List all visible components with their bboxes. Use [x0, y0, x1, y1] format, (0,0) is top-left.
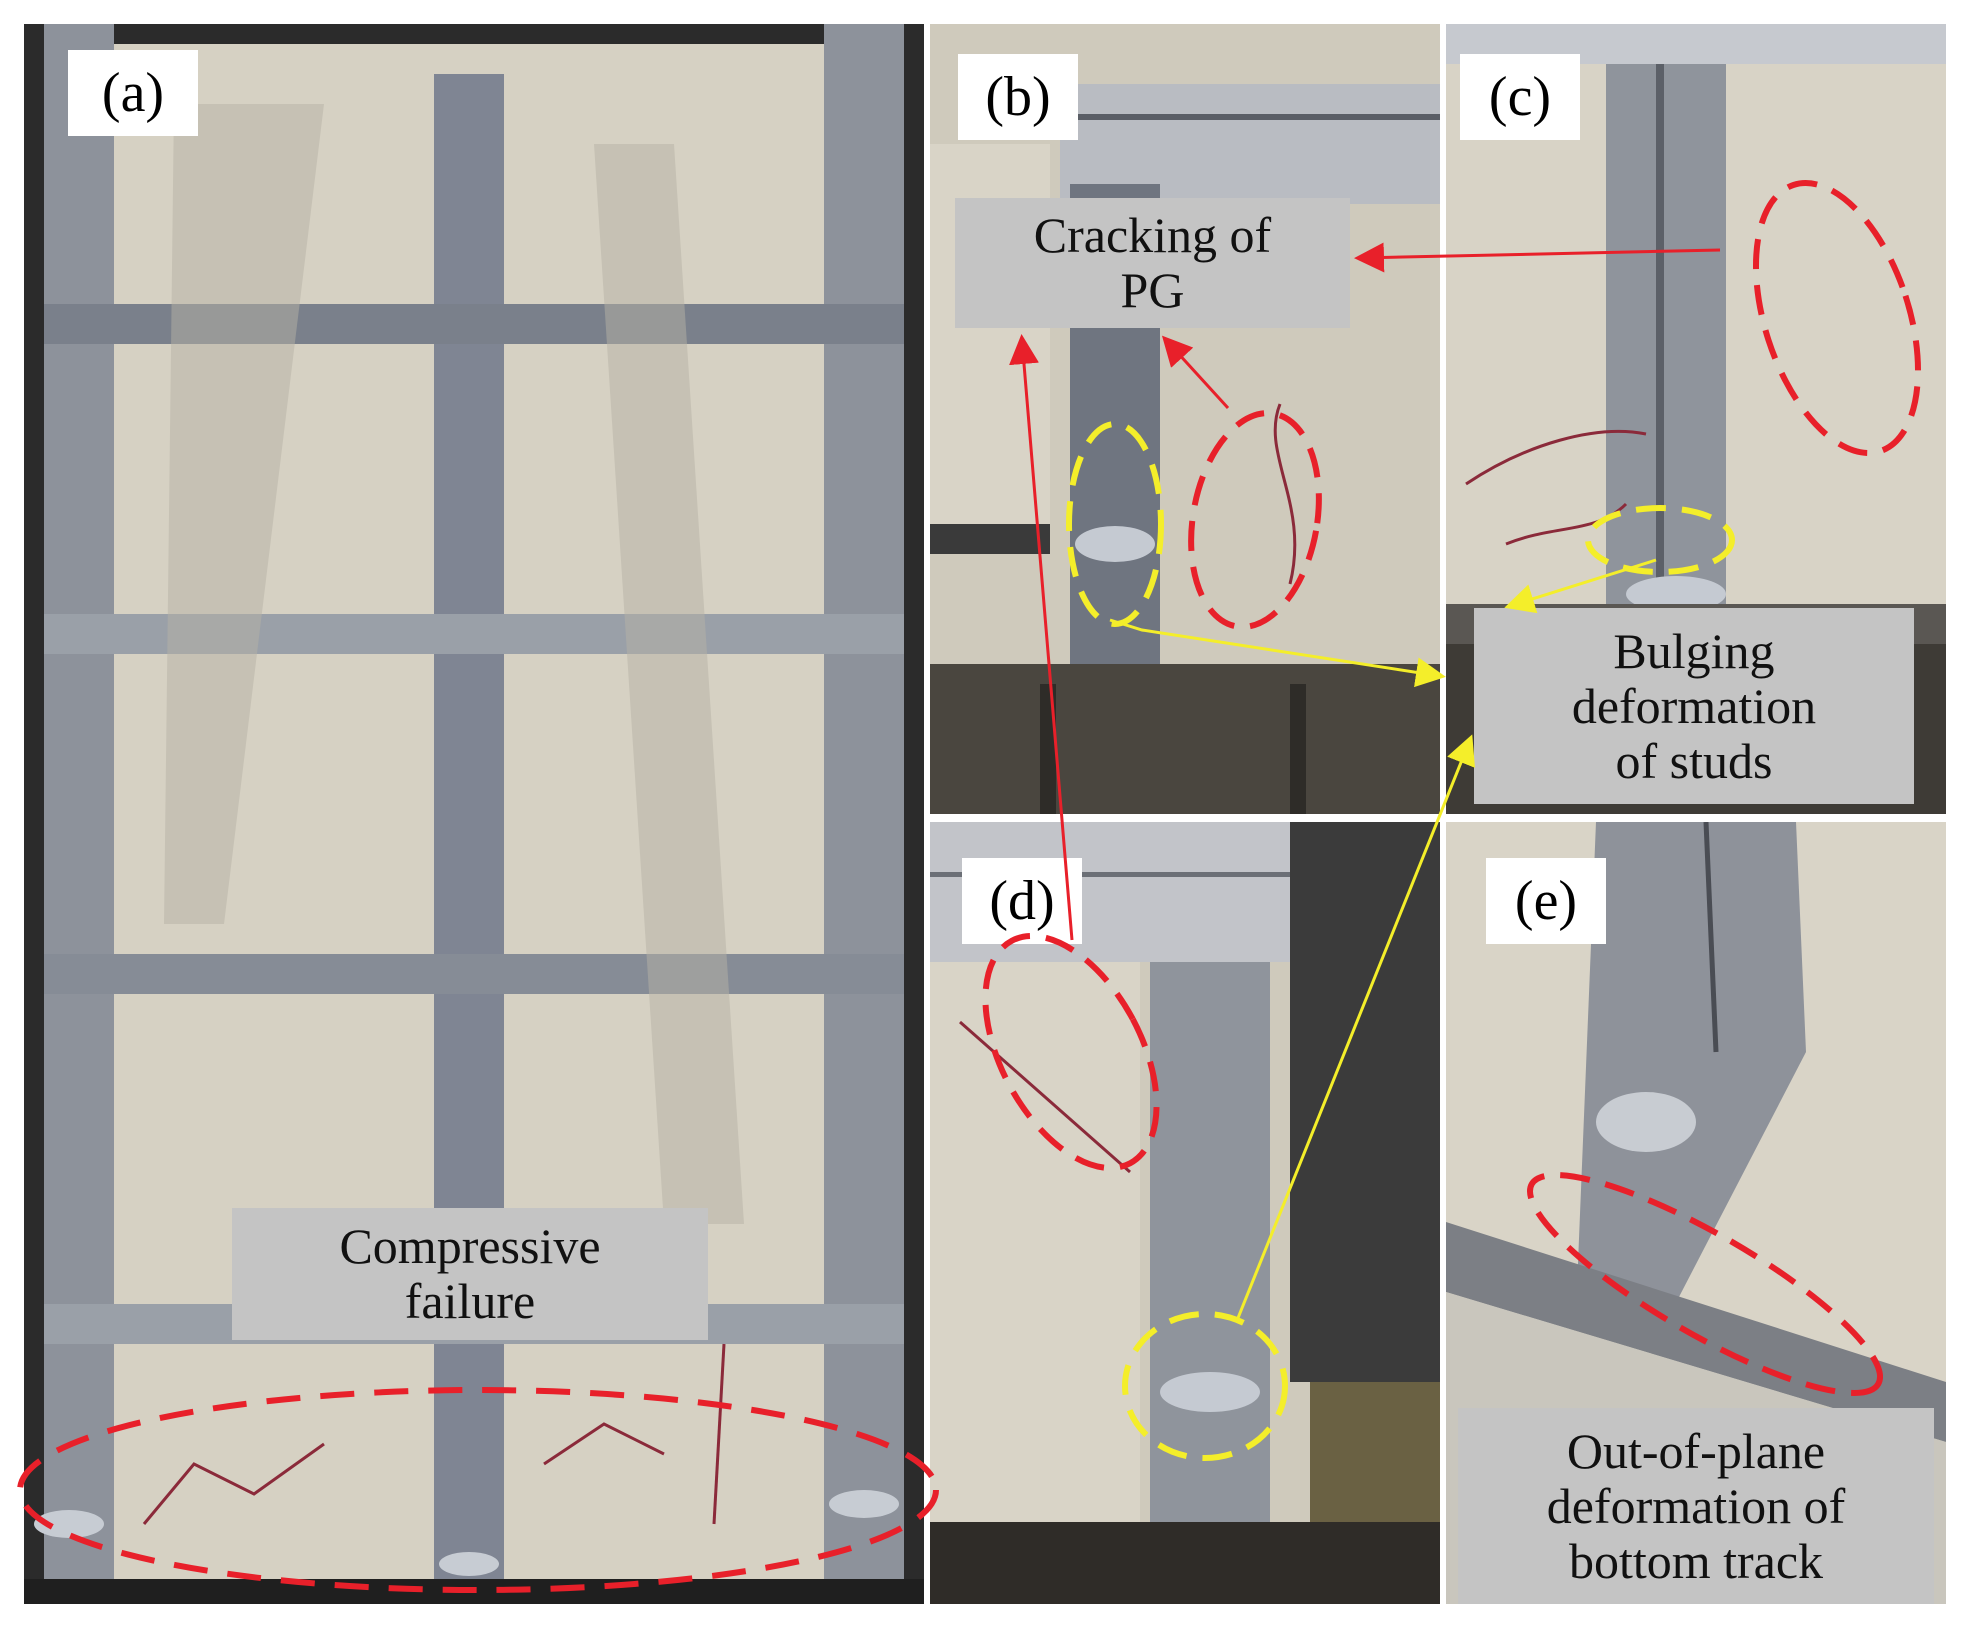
cracking-caption-line2: PG — [1120, 262, 1185, 318]
panel-e-label: (e) — [1486, 858, 1606, 944]
out-of-plane-caption-line1: Out-of-plane — [1566, 1422, 1826, 1479]
panel-d: (d) — [930, 822, 1440, 1604]
cracking-caption-line1: Cracking of — [1033, 207, 1272, 263]
panel-b-photo — [930, 24, 1440, 814]
panel-c-label: (c) — [1460, 54, 1580, 140]
panel-d-label: (d) — [962, 858, 1082, 944]
panel-b-label: (b) — [958, 54, 1078, 140]
panel-a-label: (a) — [68, 50, 198, 136]
out-of-plane-caption-line2: deformation of — [1546, 1477, 1846, 1534]
out-of-plane-caption-line3: bottom track — [1568, 1532, 1824, 1589]
bulging-caption-line3: of studs — [1615, 732, 1773, 789]
compressive-failure-caption: Compressive failure — [232, 1208, 708, 1340]
compressive-caption-line1: Compressive — [339, 1218, 601, 1274]
panel-a: (a) Compressive failure — [24, 24, 924, 1604]
panel-b: (b) — [930, 24, 1440, 814]
bulging-caption-line1: Bulging — [1613, 622, 1775, 679]
bulging-caption-line2: deformation — [1571, 677, 1817, 734]
bulging-deformation-caption: Bulging deformation of studs — [1474, 608, 1914, 804]
panel-e: (e) Out-of-plane deformation of bottom t… — [1446, 822, 1946, 1604]
panel-a-photo — [24, 24, 924, 1604]
out-of-plane-caption: Out-of-plane deformation of bottom track — [1458, 1408, 1934, 1604]
compressive-caption-line2: failure — [404, 1273, 536, 1329]
cracking-of-pg-caption: Cracking of PG — [955, 198, 1350, 328]
